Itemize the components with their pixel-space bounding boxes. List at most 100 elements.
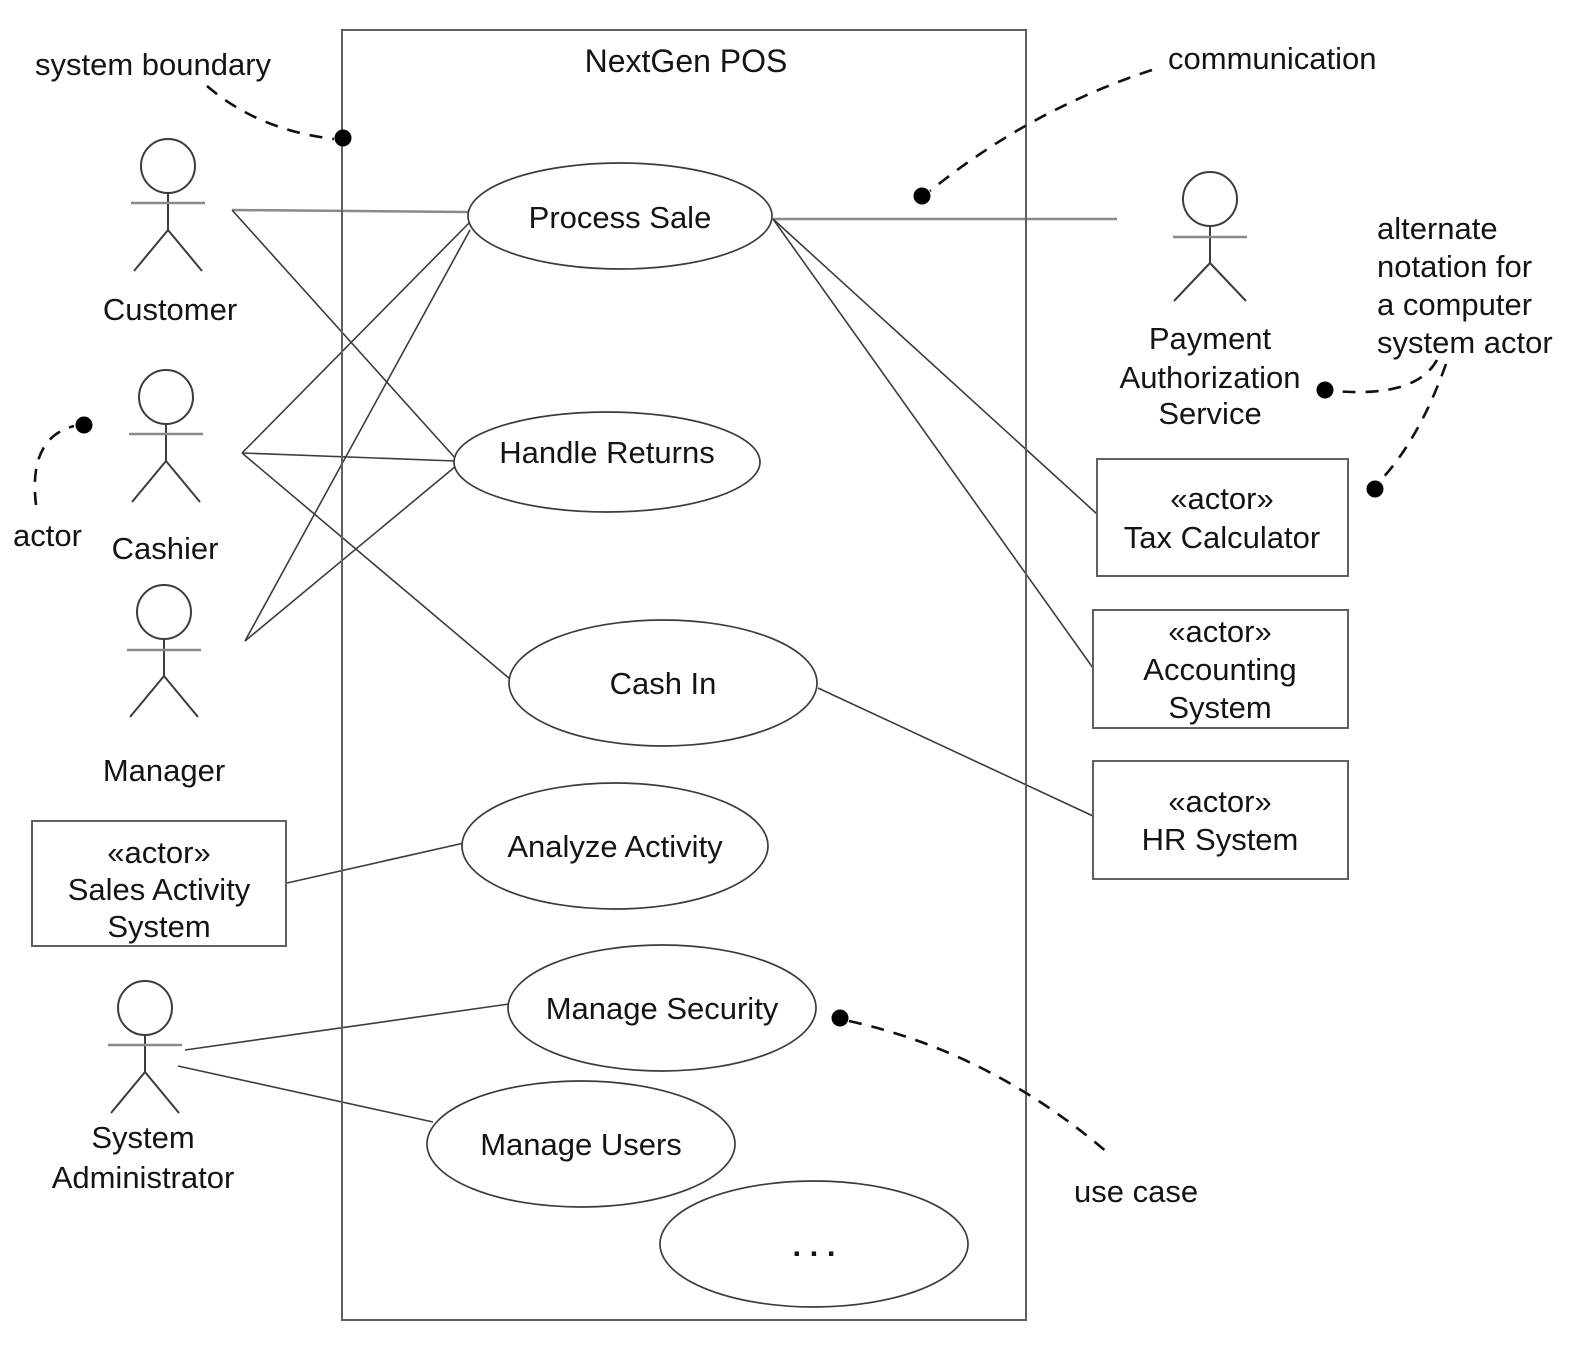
communication-callout-line [929, 68, 1153, 193]
use-case-cash-in: Cash In [508, 619, 818, 747]
manager-leg-left [129, 675, 165, 718]
assoc-cashier-handle-returns [241, 452, 456, 462]
use-case-callout-line [848, 1019, 1109, 1154]
cash-in-ellipse [508, 619, 818, 747]
assoc-cashier-process-sale [241, 222, 470, 454]
accounting-system-label-line1: Accounting [1143, 652, 1296, 687]
hr-system-stereotype: «actor» [1168, 784, 1271, 819]
actor-payment-authorization-service: Payment Authorization Service [1120, 171, 1301, 431]
process-sale-label: Process Sale [529, 200, 712, 235]
system-boundary-callout-dot [334, 129, 352, 147]
accounting-system-label-line2: System [1168, 690, 1271, 725]
communication-callout-dot [913, 187, 931, 205]
annotation-alternate-notation: alternate notation for a computer system… [1316, 211, 1553, 498]
associations [177, 208, 1117, 1123]
actor-box-sales-activity-system: «actor» Sales Activity System [31, 820, 287, 947]
assoc-cash-in-hr-system [817, 687, 1094, 817]
alternate-notation-line1: alternate [1377, 211, 1498, 246]
use-case-analyze-activity: Analyze Activity [461, 782, 769, 910]
actor-callout-line [33, 424, 75, 506]
system-boundary-box: NextGen POS [341, 29, 1027, 1321]
communication-label: communication [1168, 41, 1376, 76]
tax-calculator-label: Tax Calculator [1124, 520, 1320, 555]
actor-manager: Manager [103, 584, 225, 788]
handle-returns-ellipse [453, 411, 761, 513]
accounting-system-box [1092, 609, 1349, 729]
sysadmin-label-line2: Administrator [52, 1160, 235, 1195]
system-title: NextGen POS [585, 43, 788, 79]
analyze-activity-ellipse [461, 782, 769, 910]
handle-returns-label: Handle Returns [499, 435, 714, 470]
manager-head [136, 584, 192, 640]
cash-in-label: Cash In [610, 666, 717, 701]
tax-calculator-box [1096, 458, 1349, 577]
accounting-system-stereotype: «actor» [1168, 614, 1271, 649]
cashier-head [138, 369, 194, 425]
sales-activity-stereotype: «actor» [107, 835, 210, 870]
use-case-manage-security: Manage Security [507, 944, 817, 1072]
payment-service-label-line1: Payment [1149, 321, 1272, 356]
annotation-actor: actor [13, 416, 93, 553]
customer-leg-left [133, 229, 169, 272]
actor-customer: Customer [103, 138, 237, 327]
sales-activity-label-line2: System [107, 909, 210, 944]
hr-system-box [1092, 760, 1349, 880]
assoc-process-sale-accounting-system [772, 218, 1094, 669]
analyze-activity-label: Analyze Activity [507, 829, 723, 864]
payment-service-leg-right [1209, 262, 1247, 302]
payment-service-label-line3: Service [1158, 396, 1261, 431]
customer-label: Customer [103, 292, 237, 327]
annotation-system-boundary: system boundary [35, 47, 352, 147]
actor-box-accounting-system: «actor» Accounting System [1092, 609, 1349, 729]
actor-callout-dot [75, 416, 93, 434]
use-case-more: . . . [659, 1180, 969, 1308]
assoc-sales-activity-analyze-activity [286, 842, 465, 884]
alternate-notation-dot-box [1366, 480, 1384, 498]
customer-head [140, 138, 196, 194]
alternate-notation-line3: a computer [1377, 287, 1532, 322]
actor-cashier: Cashier [112, 369, 219, 566]
actor-system-administrator: System Administrator [52, 980, 235, 1195]
assoc-sysadmin-manage-users [177, 1065, 434, 1123]
process-sale-ellipse [467, 162, 773, 270]
sales-activity-box [31, 820, 287, 947]
cashier-label: Cashier [112, 531, 219, 566]
assoc-cashier-cash-in [241, 452, 511, 680]
alternate-notation-dot-payment [1316, 381, 1334, 399]
manage-users-ellipse [426, 1080, 736, 1208]
payment-service-head [1182, 171, 1238, 227]
alternate-notation-callout-line-box [1378, 363, 1448, 483]
assoc-sysadmin-manage-security [184, 1003, 510, 1051]
cashier-leg-right [165, 460, 201, 503]
annotation-communication: communication [913, 41, 1376, 205]
use-cases: Process Sale Handle Returns Cash In Anal… [426, 162, 969, 1308]
use-case-callout-dot [831, 1009, 849, 1027]
use-case-manage-users: Manage Users [426, 1080, 736, 1208]
sysadmin-head [117, 980, 173, 1036]
alternate-notation-callout-line-payment [1333, 359, 1439, 394]
more-use-cases-label: . . . [792, 1228, 835, 1263]
sysadmin-leg-right [144, 1071, 180, 1114]
manage-users-label: Manage Users [480, 1127, 682, 1162]
system-boundary-callout-line [206, 85, 335, 141]
use-case-label: use case [1074, 1174, 1198, 1209]
manager-label: Manager [103, 753, 225, 788]
cashier-leg-left [131, 460, 167, 503]
assoc-customer-handle-returns [231, 209, 457, 460]
system-boundary-rect [341, 29, 1027, 1321]
use-case-process-sale: Process Sale [467, 162, 773, 270]
system-boundary-label: system boundary [35, 47, 272, 82]
use-case-handle-returns: Handle Returns [453, 411, 761, 513]
actor-label: actor [13, 518, 82, 553]
assoc-process-sale-tax-calculator [772, 218, 1098, 515]
assoc-manager-handle-returns [244, 465, 457, 642]
more-use-cases-ellipse [659, 1180, 969, 1308]
sysadmin-label-line1: System [91, 1120, 194, 1155]
hr-system-label: HR System [1142, 822, 1299, 857]
tax-calculator-stereotype: «actor» [1170, 481, 1273, 516]
payment-service-label-line2: Authorization [1120, 360, 1301, 395]
payment-service-leg-left [1173, 262, 1211, 302]
alternate-notation-line4: system actor [1377, 325, 1553, 360]
